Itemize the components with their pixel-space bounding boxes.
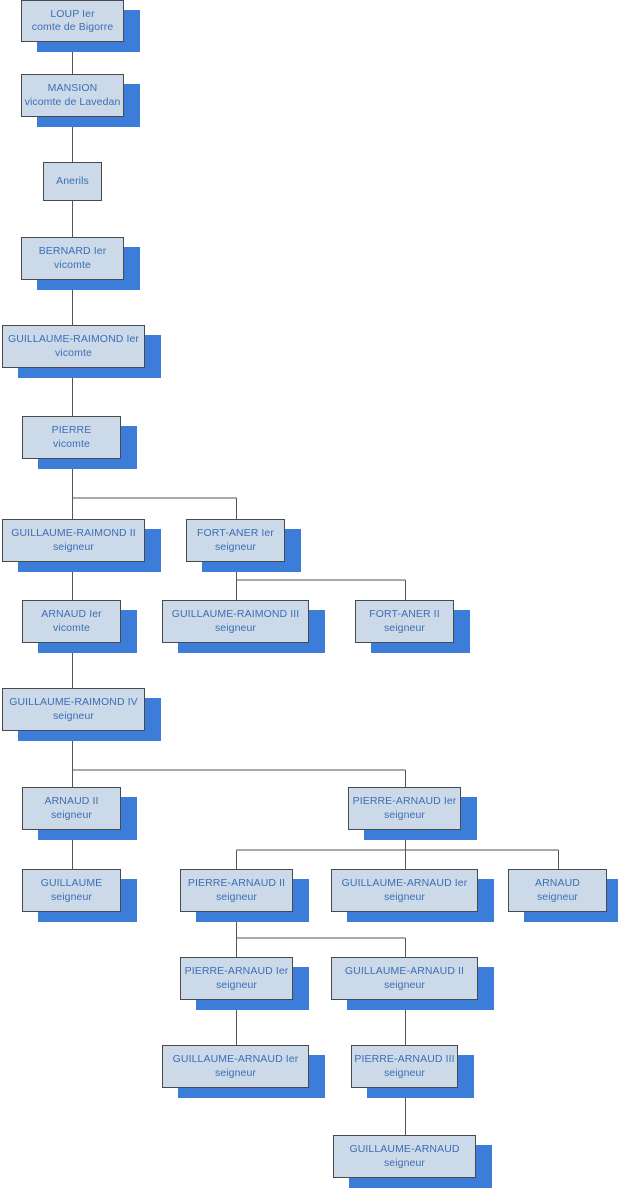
person-name: MANSION xyxy=(47,82,98,95)
person-title: vicomte xyxy=(55,346,92,359)
person-name: Anerils xyxy=(56,174,89,187)
person-name: GUILLAUME-RAIMOND II xyxy=(11,527,136,540)
person-name: LOUP Ier xyxy=(50,7,95,20)
person-name: GUILLAUME-ARNAUD Ier xyxy=(172,1053,299,1066)
person-title: seigneur xyxy=(50,890,93,903)
person-title: seigneur xyxy=(214,540,257,553)
person-name: FORT-ANER II xyxy=(369,608,440,621)
person-name: ARNAUD xyxy=(535,877,580,890)
person-name: GUILLAUME-RAIMOND Ier xyxy=(7,333,140,346)
person-title: seigneur xyxy=(383,808,426,821)
person-title: comte de Bigorre xyxy=(31,21,114,33)
person-title: seigneur xyxy=(383,621,426,634)
person-title: seigneur xyxy=(215,978,258,991)
person-title: seigneur xyxy=(383,1156,426,1169)
person-title: seigneur xyxy=(52,540,95,553)
person-name: PIERRE-ARNAUD II xyxy=(187,877,286,890)
person-name: GUILLAUME-RAIMOND IV xyxy=(9,696,138,709)
person-title: seigneur xyxy=(215,890,258,903)
person-title: seigneur xyxy=(50,808,93,821)
person-title: seigneur xyxy=(383,890,426,903)
person-title: vicomte de Lavedan xyxy=(24,95,121,108)
person-title: seigneur xyxy=(214,1066,257,1079)
person-name: BERNARD Ier xyxy=(38,245,107,258)
person-title: vicomte xyxy=(54,258,91,271)
person-title: seigneur xyxy=(52,709,95,722)
person-title: seigneur xyxy=(536,890,579,903)
person-node[interactable]: Anerils xyxy=(43,162,102,201)
person-title: seigneur xyxy=(383,1066,426,1079)
person-name: GUILLAUME-RAIMOND III xyxy=(171,608,300,621)
person-name: ARNAUD II xyxy=(44,795,99,808)
person-name: PIERRE xyxy=(51,424,92,437)
person-title: vicomte xyxy=(53,621,90,634)
person-title: seigneur xyxy=(214,621,257,634)
person-name: ARNAUD Ier xyxy=(41,608,102,621)
person-name: GUILLAUME-ARNAUD Ier xyxy=(341,877,468,890)
person-title: vicomte xyxy=(53,437,90,450)
person-name: PIERRE-ARNAUD Ier xyxy=(184,965,289,978)
person-name: PIERRE-ARNAUD Ier xyxy=(352,795,457,808)
person-name: GUILLAUME-ARNAUD xyxy=(349,1143,460,1156)
person-name: PIERRE-ARNAUD III xyxy=(354,1053,455,1066)
person-title: seigneur xyxy=(383,978,426,991)
person-name: GUILLAUME-ARNAUD II xyxy=(344,965,465,978)
person-name: FORT-ANER Ier xyxy=(197,527,274,540)
person-name: GUILLAUME xyxy=(40,877,103,890)
